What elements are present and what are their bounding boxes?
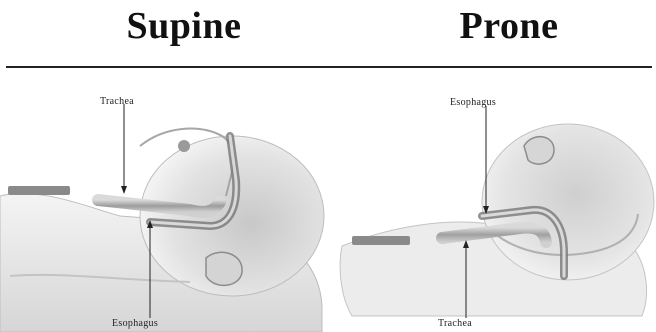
supine-ear bbox=[206, 252, 242, 285]
prone-title: Prone bbox=[399, 2, 619, 50]
prone-ear bbox=[524, 137, 554, 164]
label-esophagus-supine: Esophagus bbox=[112, 318, 158, 329]
label-esophagus-prone: Esophagus bbox=[450, 97, 496, 108]
label-trachea-prone: Trachea bbox=[438, 318, 472, 329]
prone-illustration bbox=[332, 76, 656, 332]
supine-title: Supine bbox=[74, 2, 294, 50]
supine-tube bbox=[8, 186, 70, 195]
supine-illustration bbox=[0, 76, 330, 332]
prone-tube bbox=[352, 236, 410, 245]
label-trachea-supine: Trachea bbox=[100, 96, 134, 107]
supine-eye bbox=[178, 140, 190, 152]
header-divider bbox=[6, 66, 652, 68]
